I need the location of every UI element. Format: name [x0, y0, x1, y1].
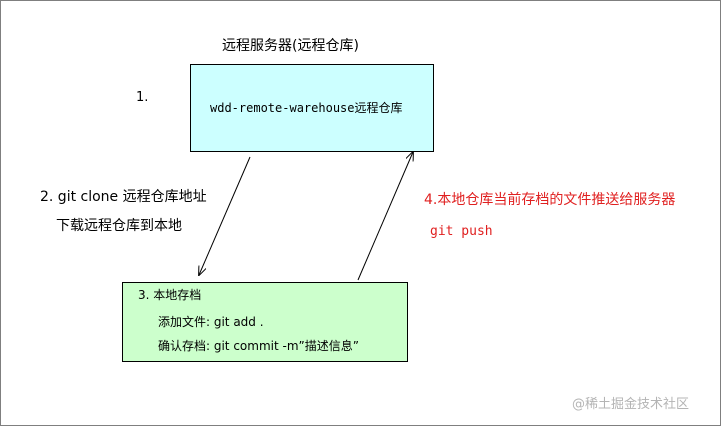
remote-repo-box: [190, 64, 434, 152]
local-title: 3. 本地存档: [138, 288, 202, 302]
remote-title: 远程服务器(远程仓库): [222, 38, 359, 54]
push-label: 4.本地仓库当前存档的文件推送给服务器: [424, 192, 676, 208]
clone-arrow: [199, 156, 251, 275]
push-command: git push: [430, 224, 493, 239]
remote-repo-label: wdd-remote-warehouse远程仓库: [210, 101, 403, 115]
local-commit-line: 确认存档: git commit -m”描述信息”: [158, 339, 359, 353]
clone-sublabel: 下载远程仓库到本地: [56, 218, 182, 234]
clone-label: 2. git clone 远程仓库地址: [40, 189, 207, 205]
local-add-line: 添加文件: git add .: [158, 315, 264, 329]
push-arrow: [357, 152, 413, 281]
step-1-label: 1.: [136, 90, 149, 105]
watermark: @稀土掘金技术社区: [572, 397, 690, 412]
local-repo-box: [122, 282, 408, 362]
